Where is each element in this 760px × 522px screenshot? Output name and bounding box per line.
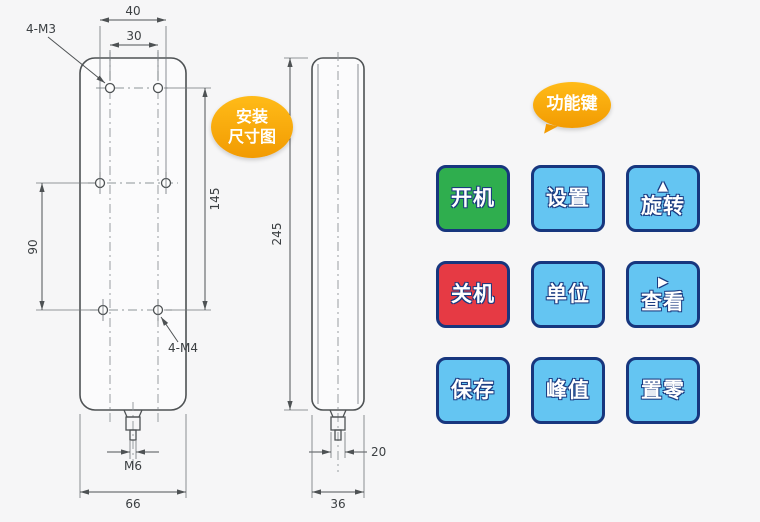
- key-power-off-label: 关机: [451, 282, 495, 307]
- key-zero-label: 置零: [641, 378, 685, 403]
- right-arrow-icon: ▶: [658, 274, 668, 290]
- badge-tail: [544, 123, 558, 137]
- install-badge-line2: 尺寸图: [227, 127, 276, 146]
- label-4-m3: 4-M3: [26, 22, 56, 36]
- dim-90-label: 90: [26, 239, 40, 254]
- dim-40-label: 40: [125, 4, 140, 18]
- dim-245-label: 245: [270, 223, 284, 246]
- function-keypad: 开机 设置 ▲ 旋转 关机 单位 ▶ 查看 保存 峰值 置零: [436, 165, 700, 424]
- leader-4-m4: [160, 316, 179, 343]
- hole-tick-lines: [99, 172, 167, 321]
- key-rotate-label: 旋转: [641, 193, 685, 218]
- key-unit-label: 单位: [546, 282, 590, 307]
- function-keys-badge: 功能键: [533, 82, 611, 137]
- mounting-hole-m3: [152, 82, 164, 94]
- side-view: 245 20 36: [270, 52, 386, 511]
- front-view: 40 30 4-M3 145 90 4-M4: [26, 4, 222, 511]
- key-power-off: 关机: [436, 261, 510, 328]
- key-peak-label: 峰值: [546, 378, 590, 403]
- dim-66-label: 66: [125, 497, 140, 511]
- key-power-on-label: 开机: [451, 186, 495, 211]
- dim-m6-label: M6: [124, 459, 142, 473]
- mounting-hole-m3: [104, 82, 116, 94]
- device-body-front: [79, 57, 187, 411]
- key-view: ▶ 查看: [626, 261, 700, 328]
- key-settings: 设置: [531, 165, 605, 232]
- label-4-m4: 4-M4: [168, 341, 198, 355]
- dim-30-label: 30: [126, 29, 141, 43]
- key-power-on: 开机: [436, 165, 510, 232]
- leader-4-m3: [47, 36, 106, 84]
- key-save-label: 保存: [451, 378, 495, 403]
- key-view-label: 查看: [641, 289, 685, 314]
- up-arrow-icon: ▲: [658, 178, 668, 194]
- stud-thread: [334, 429, 342, 441]
- dim-20-label: 20: [371, 445, 386, 459]
- install-dimensions-badge: 安装 尺寸图: [211, 96, 293, 158]
- function-keys-badge-label: 功能键: [546, 94, 598, 115]
- key-unit: 单位: [531, 261, 605, 328]
- key-settings-label: 设置: [546, 186, 590, 211]
- key-save: 保存: [436, 357, 510, 424]
- key-rotate: ▲ 旋转: [626, 165, 700, 232]
- dim-145-label: 145: [208, 188, 222, 211]
- stud-thread: [129, 429, 137, 441]
- install-badge-line1: 安装: [235, 107, 268, 126]
- dim-36-label: 36: [330, 497, 345, 511]
- key-zero: 置零: [626, 357, 700, 424]
- key-peak: 峰值: [531, 357, 605, 424]
